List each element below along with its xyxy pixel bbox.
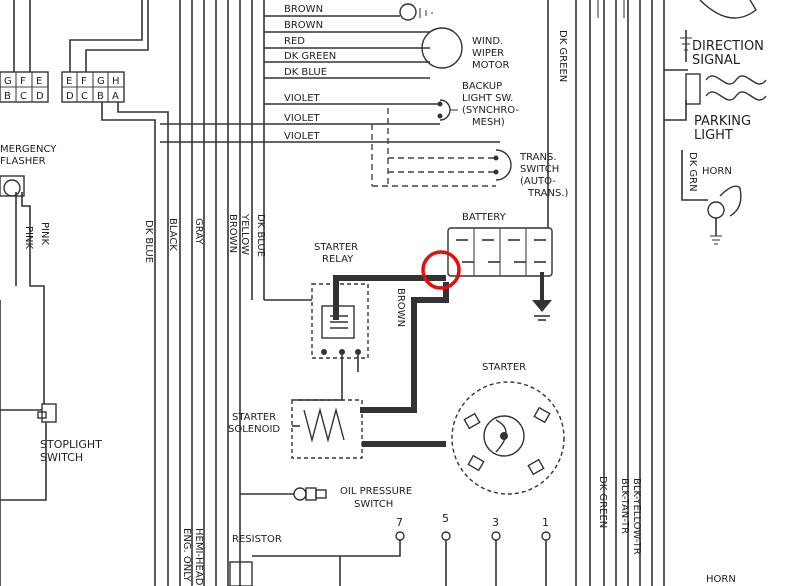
svg-text:3: 3: [492, 516, 499, 529]
svg-text:STARTER: STARTER: [232, 412, 276, 423]
svg-text:STOPLIGHT: STOPLIGHT: [40, 438, 102, 451]
svg-text:(SYNCHRO-: (SYNCHRO-: [462, 105, 519, 116]
wire-label: BLK-YELLOW-TR: [631, 478, 642, 555]
svg-text:SIGNAL: SIGNAL: [692, 53, 741, 68]
wire-label: PINK: [39, 222, 50, 245]
svg-text:7: 7: [396, 516, 403, 529]
svg-text:STARTER: STARTER: [314, 242, 358, 253]
wire-label: DK BLUE: [143, 220, 154, 263]
svg-text:DIRECTION: DIRECTION: [692, 39, 764, 54]
wind-wiper-motor: WIND. WIPER MOTOR: [421, 27, 509, 71]
svg-text:WIPER: WIPER: [472, 48, 504, 59]
starter: STARTER: [451, 362, 565, 495]
wire-label: BROWN: [284, 4, 323, 15]
terminal-strip: 7 5 3 1: [395, 512, 551, 541]
starter-relay: STARTER RELAY: [311, 242, 369, 359]
wire-label: PINK: [23, 226, 34, 249]
connector-pin: B: [4, 91, 11, 102]
wire-label: BLACK: [167, 218, 178, 251]
wire-label: DK BLUE: [255, 214, 266, 257]
stoplight-switch: STOPLIGHT SWITCH: [37, 403, 102, 464]
svg-text:SWITCH: SWITCH: [520, 164, 559, 175]
connector-pin: F: [81, 76, 87, 87]
svg-text:1: 1: [542, 516, 549, 529]
svg-text:SWITCH: SWITCH: [40, 451, 83, 464]
svg-text:RELAY: RELAY: [322, 254, 354, 265]
direction-signal: DIRECTION SIGNAL: [680, 0, 764, 68]
wire-label: YELLOW: [239, 213, 250, 255]
connector-pin: G: [4, 76, 12, 87]
emergency-flasher: MERGENCY FLASHER: [0, 144, 57, 197]
svg-text:MERGENCY: MERGENCY: [0, 144, 57, 155]
horn-bottom: HORN: [706, 574, 736, 585]
wire-label: DK GREEN: [597, 476, 608, 528]
wire-label: BROWN: [395, 288, 406, 327]
svg-text:HORN: HORN: [702, 166, 732, 177]
connector-pin: E: [36, 76, 42, 87]
connector-pin: D: [36, 91, 44, 102]
connector-pin: A: [112, 91, 119, 102]
svg-text:MESH): MESH): [472, 117, 505, 128]
wire-label: DK GREEN: [284, 51, 336, 62]
svg-text:MOTOR: MOTOR: [472, 60, 509, 71]
svg-text:FLASHER: FLASHER: [0, 156, 46, 167]
wire-label: BLK-TAN-TR: [619, 478, 630, 534]
svg-text:SOLENOID: SOLENOID: [228, 424, 280, 435]
connector-pin: C: [81, 91, 88, 102]
trans-switch: TRANS. SWITCH (AUTO- TRANS.): [493, 149, 568, 199]
vertical-harness: [179, 0, 265, 586]
wire-label: DK BLUE: [284, 67, 327, 78]
right-harness: [547, 0, 665, 586]
starter-solenoid: STARTER SOLENOID: [228, 399, 363, 459]
connector-pin: G: [97, 76, 105, 87]
backup-light-switch: BACKUP LIGHT SW. (SYNCHRO- MESH): [437, 81, 519, 128]
svg-text:LIGHT: LIGHT: [694, 128, 733, 143]
svg-text:TRANS.: TRANS.: [519, 152, 557, 163]
svg-text:OIL PRESSURE: OIL PRESSURE: [340, 486, 412, 497]
wire-label: VIOLET: [284, 93, 321, 104]
svg-text:WIND.: WIND.: [472, 36, 503, 47]
connector-pin: H: [112, 76, 120, 87]
svg-text:PARKING: PARKING: [694, 114, 751, 129]
connector-pin: F: [20, 76, 26, 87]
hemi-head-label: ENG. ONLY: [181, 528, 192, 583]
svg-text:LIGHT SW.: LIGHT SW.: [462, 93, 513, 104]
horn-top: HORN: [702, 166, 742, 245]
svg-text:BACKUP: BACKUP: [462, 81, 502, 92]
connector-pin: B: [97, 91, 104, 102]
wire-label: RED: [284, 36, 305, 47]
wire-label: BROWN: [284, 20, 323, 31]
svg-text:RESISTOR: RESISTOR: [232, 534, 282, 545]
hemi-head-label: HEMI-HEAD: [193, 528, 204, 586]
wire-label: VIOLET: [284, 113, 321, 124]
battery: BATTERY: [447, 212, 553, 277]
connector-block-left: G F E B C D: [0, 71, 49, 103]
resistor: RESISTOR: [229, 534, 282, 586]
parking-light: PARKING LIGHT: [685, 73, 767, 143]
wire-label: VIOLET: [284, 131, 321, 142]
highlight-circle: [421, 250, 461, 290]
connector-pin: E: [66, 76, 72, 87]
svg-text:BATTERY: BATTERY: [462, 212, 507, 223]
wire-label: BROWN: [227, 214, 238, 253]
svg-text:STARTER: STARTER: [482, 362, 526, 373]
wire-label: DK GRN: [687, 152, 698, 192]
wire-label: DK GREEN: [557, 30, 568, 82]
svg-text:5: 5: [442, 512, 449, 525]
connector-pin: D: [66, 91, 74, 102]
connector-pin: C: [20, 91, 27, 102]
connector-block-right: E F G H D C B A: [61, 71, 125, 103]
wire-label: GRAY: [193, 218, 204, 245]
svg-text:(AUTO-: (AUTO-: [520, 176, 556, 187]
svg-text:SWITCH: SWITCH: [354, 499, 393, 510]
oil-pressure-switch: OIL PRESSURE SWITCH: [240, 486, 412, 510]
